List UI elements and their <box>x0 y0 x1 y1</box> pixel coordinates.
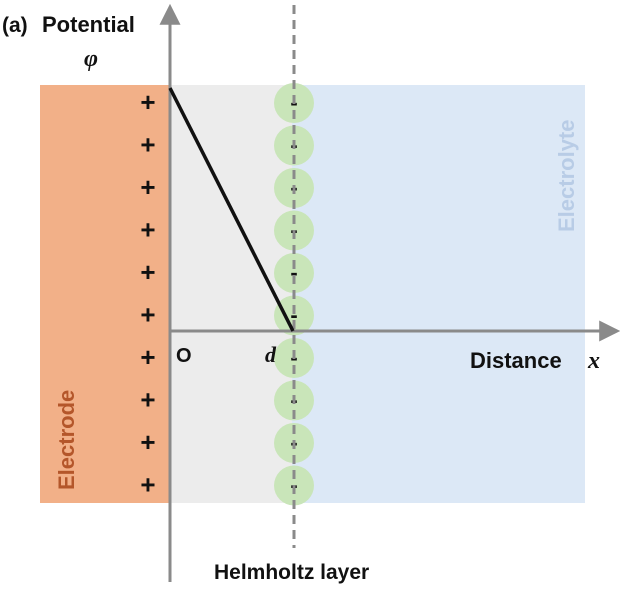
positive-charge: + <box>140 300 155 330</box>
positive-charge: + <box>140 427 155 457</box>
positive-charge: + <box>140 172 155 202</box>
helmholtz-layer-label: Helmholtz layer <box>214 561 369 584</box>
positive-charge: + <box>140 257 155 287</box>
anion-circle <box>274 253 314 293</box>
positive-charge: + <box>140 385 155 415</box>
y-axis-symbol: φ <box>84 46 98 72</box>
positive-charge: + <box>140 470 155 500</box>
panel-label: (a) <box>2 14 28 37</box>
helmholtz-region <box>170 85 292 503</box>
electrolyte-region <box>292 85 585 503</box>
negative-charge: - <box>290 260 297 285</box>
origin-label: O <box>176 345 192 367</box>
positive-charge: + <box>140 215 155 245</box>
y-axis-title: Potential <box>42 12 135 37</box>
positive-charge: + <box>140 130 155 160</box>
electrolyte-label: Electrolyte <box>554 120 579 233</box>
positive-charge: + <box>140 87 155 117</box>
x-axis-title: Distance <box>470 348 562 373</box>
potential-line <box>168 87 295 332</box>
positive-charges: + + + + + + + + + + <box>140 87 155 500</box>
negative-charge: - <box>290 303 297 328</box>
positive-charge: + <box>140 342 155 372</box>
d-label: d <box>265 342 277 367</box>
x-axis-symbol: x <box>587 348 600 374</box>
anion-circle <box>274 295 314 336</box>
electrode-region <box>40 85 170 503</box>
electrode-label: Electrode <box>54 390 79 490</box>
